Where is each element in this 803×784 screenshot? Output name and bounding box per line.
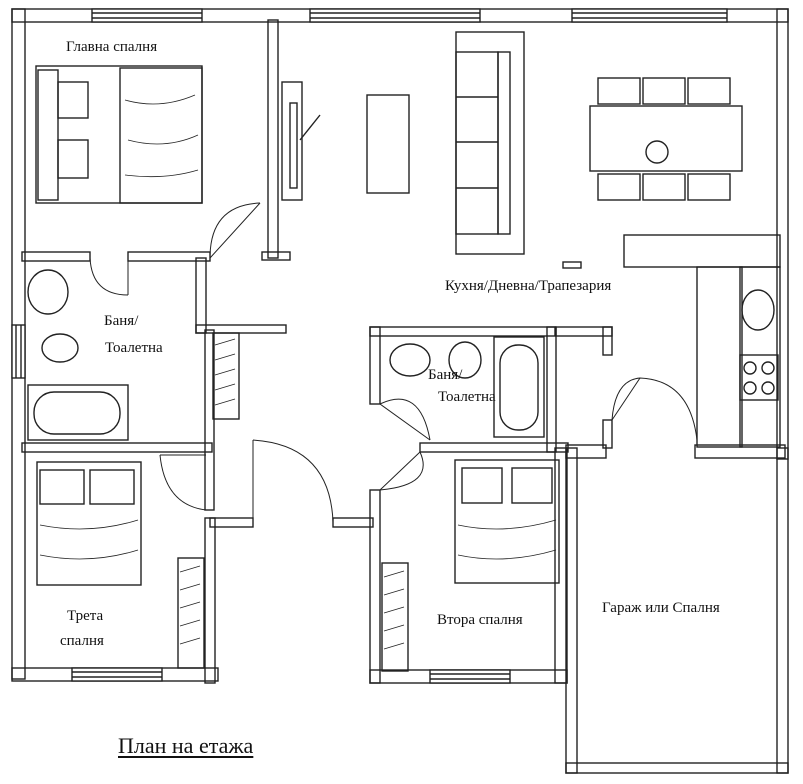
bath1-fixtures (27, 269, 129, 441)
closet-3 (177, 557, 205, 669)
dining-table (589, 77, 743, 201)
master-bed (35, 65, 203, 204)
exterior-walls (11, 8, 789, 774)
label-bath2-line1: Баня/ (428, 367, 463, 383)
doors (89, 202, 698, 523)
label-garage: Гараж или Спалня (602, 600, 720, 616)
coffee-table (366, 94, 410, 194)
stove (739, 354, 779, 401)
bath2-fixtures (389, 336, 545, 438)
label-living: Кухня/Дневна/Трапезария (445, 278, 612, 294)
plan-title: План на етажа (118, 733, 254, 758)
label-third-bedroom-line1: Трета (67, 608, 104, 624)
label-bath1-line1: Баня/ (104, 313, 139, 329)
label-second-bedroom: Втора спалня (437, 612, 523, 628)
label-bath2-line2: Тоалетна (438, 389, 496, 405)
label-bath1-line2: Тоалетна (105, 340, 163, 356)
sofa (455, 31, 525, 255)
tv-unit (281, 81, 321, 201)
label-master-bedroom: Главна спалня (66, 39, 158, 55)
label-third-bedroom-line2: спалня (60, 633, 104, 649)
second-bed (454, 459, 560, 584)
interior-walls (21, 19, 781, 684)
closet-2 (381, 562, 409, 672)
closet-1 (212, 332, 240, 420)
kitchen-sink (741, 289, 775, 331)
third-bed (36, 461, 142, 586)
